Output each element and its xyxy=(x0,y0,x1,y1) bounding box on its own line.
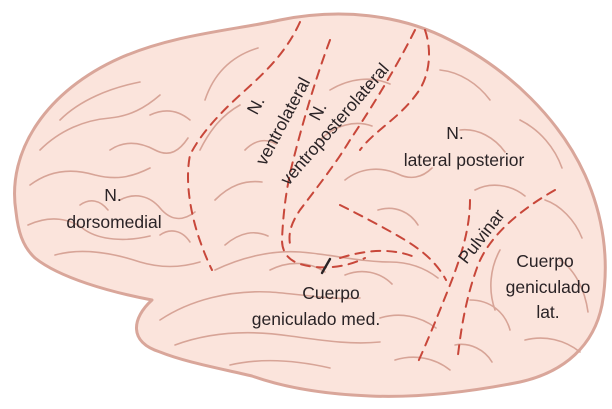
lateral-posterior-name: lateral posterior xyxy=(404,150,525,170)
medial-geniculate-line1: Cuerpo xyxy=(302,283,359,303)
dorsomedial-abbrev: N. xyxy=(104,185,122,205)
lateral-geniculate-line2: geniculado xyxy=(506,277,591,297)
lateral-posterior-abbrev: N. xyxy=(446,123,464,143)
lateral-geniculate-line3: lat. xyxy=(536,302,559,322)
medial-geniculate-line2: geniculado med. xyxy=(252,309,380,329)
lateral-geniculate-line1: Cuerpo xyxy=(516,251,573,271)
dorsomedial-name: dorsomedial xyxy=(66,212,161,232)
